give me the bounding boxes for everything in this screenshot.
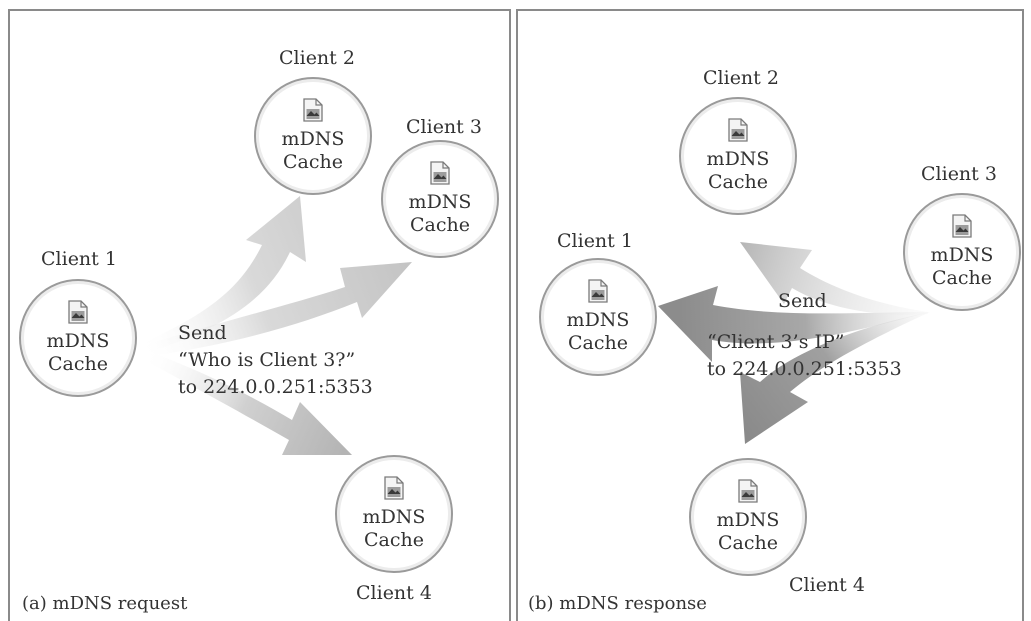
- client-4-cache-label-b: mDNS Cache: [716, 509, 780, 554]
- client-3-node-b: mDNS Cache: [903, 193, 1021, 311]
- client-1-cache-label-b: mDNS Cache: [566, 309, 630, 354]
- client-3-cache-label: mDNS Cache: [408, 191, 472, 236]
- document-image-icon: [738, 479, 758, 503]
- document-image-icon: [384, 476, 404, 500]
- document-image-icon: [68, 300, 88, 324]
- client-3-node: mDNS Cache: [381, 140, 499, 258]
- client-4-node: mDNS Cache: [335, 455, 453, 573]
- panel-a-caption: (a) mDNS request: [22, 593, 188, 614]
- arrow-to-client-2: [140, 196, 306, 352]
- response-destination-label: to 224.0.0.251:5353: [707, 358, 902, 380]
- client-2-cache-label-b: mDNS Cache: [706, 148, 770, 193]
- panel-b-caption: (b) mDNS response: [528, 593, 707, 614]
- request-payload-label: “Who is Client 3?”: [178, 349, 356, 371]
- client-1-label: Client 1: [41, 248, 117, 270]
- response-payload-label: “Client 3’s IP”: [707, 331, 845, 353]
- client-2-cache-label: mDNS Cache: [281, 128, 345, 173]
- client-3-cache-label-b: mDNS Cache: [930, 244, 994, 289]
- client-4-label: Client 4: [356, 582, 432, 604]
- client-3-label-b: Client 3: [921, 163, 997, 185]
- document-image-icon: [303, 98, 323, 122]
- arrow-to-client-1: [658, 286, 930, 362]
- arrow-to-client-2-b: [740, 242, 928, 315]
- client-1-node: mDNS Cache: [19, 279, 137, 397]
- document-image-icon: [588, 279, 608, 303]
- arrow-to-client-4: [145, 350, 352, 455]
- client-4-cache-label: mDNS Cache: [362, 506, 426, 551]
- document-image-icon: [430, 161, 450, 185]
- request-send-label: Send: [178, 322, 227, 344]
- client-1-cache-label: mDNS Cache: [46, 330, 110, 375]
- document-image-icon: [952, 214, 972, 238]
- client-3-label: Client 3: [406, 116, 482, 138]
- client-4-label-b: Client 4: [789, 574, 865, 596]
- request-destination-label: to 224.0.0.251:5353: [178, 376, 373, 398]
- client-4-node-b: mDNS Cache: [689, 458, 807, 576]
- arrow-to-client-3: [145, 262, 412, 356]
- document-image-icon: [728, 118, 748, 142]
- client-2-label-b: Client 2: [703, 67, 779, 89]
- client-2-label: Client 2: [279, 47, 355, 69]
- response-send-label: Send: [778, 290, 827, 312]
- client-1-node-b: mDNS Cache: [539, 258, 657, 376]
- client-2-node: mDNS Cache: [254, 77, 372, 195]
- arrow-to-client-4-b: [740, 312, 930, 444]
- client-1-label-b: Client 1: [557, 230, 633, 252]
- client-2-node-b: mDNS Cache: [679, 97, 797, 215]
